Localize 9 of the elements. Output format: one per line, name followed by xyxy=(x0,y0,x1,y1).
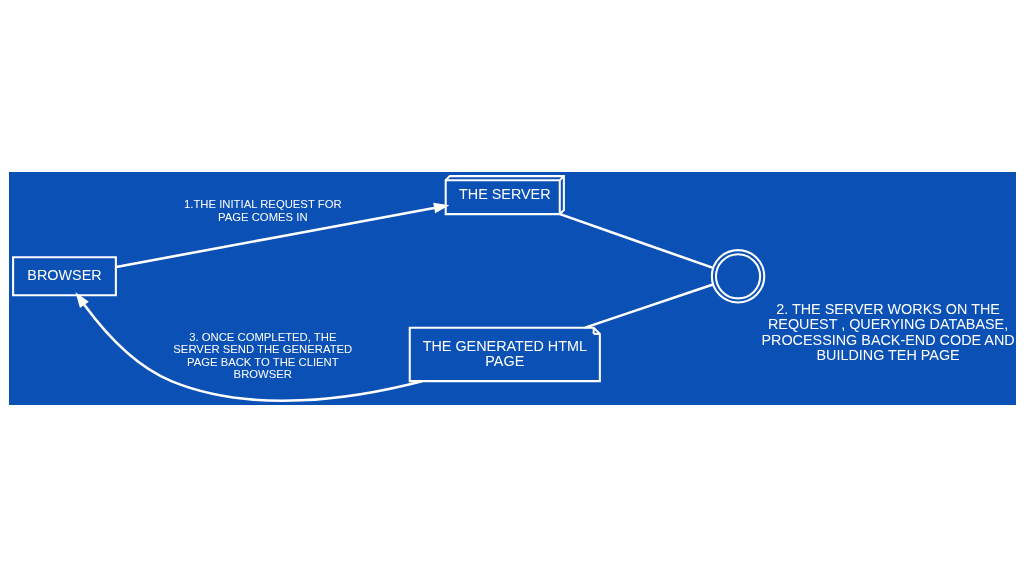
connector xyxy=(584,282,713,329)
connector xyxy=(559,212,713,269)
edge-label: 1.THE INITIAL REQUEST FOR PAGE COMES IN xyxy=(183,197,342,223)
arrow xyxy=(75,291,422,402)
node-box: BROWSER xyxy=(11,255,117,296)
edge-label: 3. ONCE COMPLETED, THE SERVER SEND THE GENERATED PAGE BACK TO THE CLIENT BROWSER xyxy=(172,330,352,380)
arrow xyxy=(115,202,449,268)
node-label: 2. THE SERVER WORKS ON THE REQUEST , QUERYING DATABASE, PROCESSING BACK-END CODE AND BUILDING TEH PAGE xyxy=(760,300,1015,363)
node-gear xyxy=(710,248,765,304)
